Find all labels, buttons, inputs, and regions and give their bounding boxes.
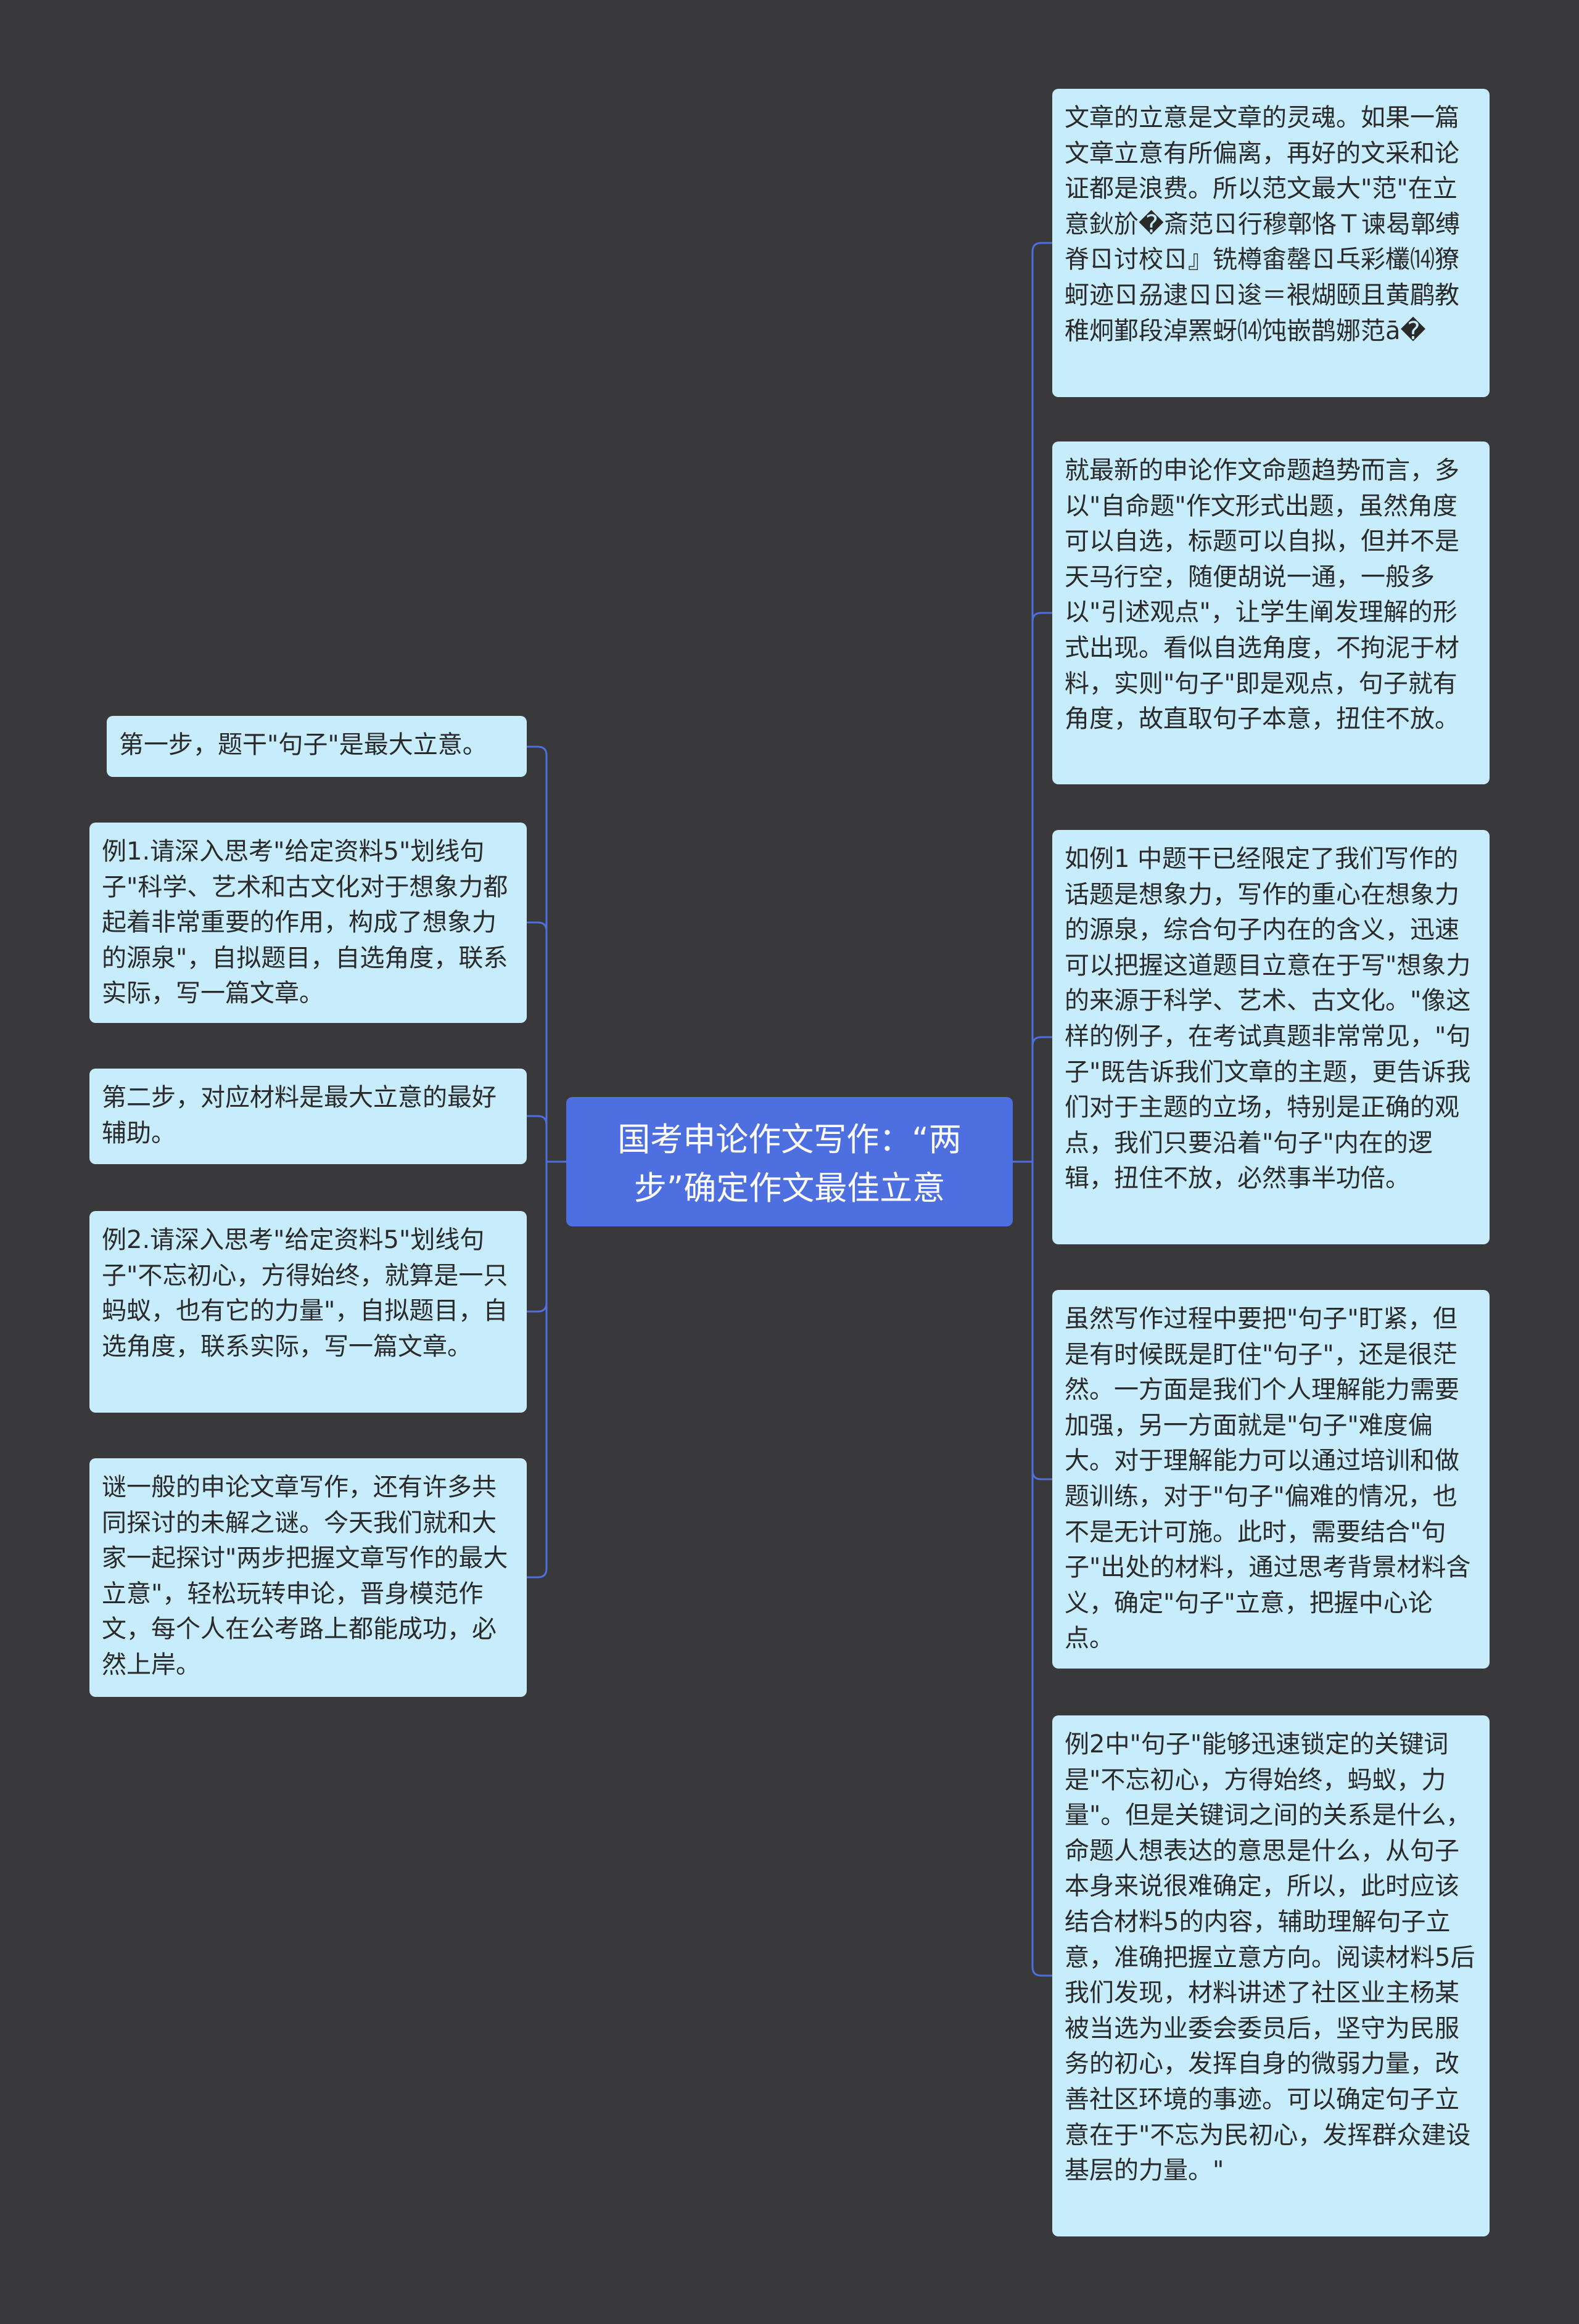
connector-left-branch	[527, 1115, 548, 1125]
left-topic-intro[interactable]: 谜一般的申论文章写作，还有许多共同探讨的未解之谜。今天我们就和大家一起探讨"两步…	[89, 1458, 527, 1697]
right-topic-text: 例2中"句子"能够迅速锁定的关键词是"不忘初心，方得始终，蚂蚁，力量"。但是关键…	[1065, 1730, 1475, 2185]
connector-right-branch	[1031, 1966, 1052, 1977]
left-topic-step1[interactable]: 第一步，题干"句子"是最大立意。	[107, 716, 527, 777]
right-topic-example2-analysis[interactable]: 例2中"句子"能够迅速锁定的关键词是"不忘初心，方得始终，蚂蚁，力量"。但是关键…	[1052, 1715, 1490, 2236]
right-topic-text: 文章的立意是文章的灵魂。如果一篇文章立意有所偏离，再好的文采和论证都是浪费。所以…	[1065, 104, 1461, 345]
left-topic-text: 例2.请深入思考"给定资料5"划线句子"不忘初心，方得始终，就算是一只蚂蚁，也有…	[102, 1226, 508, 1361]
right-topic-text: 如例1 中题干已经限定了我们写作的话题是想象力，写作的重心在想象力的源泉，综合句…	[1065, 845, 1471, 1193]
left-topic-text: 例1.请深入思考"给定资料5"划线句子"科学、艺术和古文化对于想象力都起着非常重…	[102, 837, 508, 1008]
right-topic-example1-analysis[interactable]: 如例1 中题干已经限定了我们写作的话题是想象力，写作的重心在想象力的源泉，综合句…	[1052, 830, 1490, 1244]
connector-left-branch	[527, 745, 548, 756]
right-topic-text: 就最新的申论作文命题趋势而言，多以"自命题"作文形式出题，虽然角度可以自选，标题…	[1065, 456, 1459, 734]
root-title: 国考申论作文写作：“两步”确定作文最佳立意	[617, 1121, 962, 1207]
right-topic-thesis-soul[interactable]: 文章的立意是文章的灵魂。如果一篇文章立意有所偏离，再好的文采和论证都是浪费。所以…	[1052, 89, 1490, 397]
root-topic[interactable]: 国考申论作文写作：“两步”确定作文最佳立意	[566, 1097, 1013, 1226]
connector-right-branch	[1031, 1470, 1052, 1480]
connector-right-branch	[1031, 1036, 1052, 1046]
left-topic-text: 第一步，题干"句子"是最大立意。	[119, 731, 487, 759]
connector-right-branch	[1031, 612, 1052, 622]
left-topic-text: 第二步，对应材料是最大立意的最好辅助。	[102, 1083, 497, 1148]
connector-right-branch	[1031, 242, 1052, 252]
right-topic-text: 虽然写作过程中要把"句子"盯紧，但是有时候既是盯住"句子"，还是很茫然。一方面是…	[1065, 1305, 1471, 1653]
left-topic-step2[interactable]: 第二步，对应材料是最大立意的最好辅助。	[89, 1069, 527, 1164]
right-topic-trend[interactable]: 就最新的申论作文命题趋势而言，多以"自命题"作文形式出题，虽然角度可以自选，标题…	[1052, 441, 1490, 784]
connector-left-branch	[527, 1302, 548, 1313]
left-topic-example1[interactable]: 例1.请深入思考"给定资料5"划线句子"科学、艺术和古文化对于想象力都起着非常重…	[89, 823, 527, 1023]
left-topic-text: 谜一般的申论文章写作，还有许多共同探讨的未解之谜。今天我们就和大家一起探讨"两步…	[102, 1473, 508, 1679]
left-topic-example2[interactable]: 例2.请深入思考"给定资料5"划线句子"不忘初心，方得始终，就算是一只蚂蚁，也有…	[89, 1211, 527, 1413]
connector-left-branch	[527, 921, 548, 932]
connector-left-branch	[527, 1568, 548, 1579]
right-topic-difficulty[interactable]: 虽然写作过程中要把"句子"盯紧，但是有时候既是盯住"句子"，还是很茫然。一方面是…	[1052, 1290, 1490, 1669]
